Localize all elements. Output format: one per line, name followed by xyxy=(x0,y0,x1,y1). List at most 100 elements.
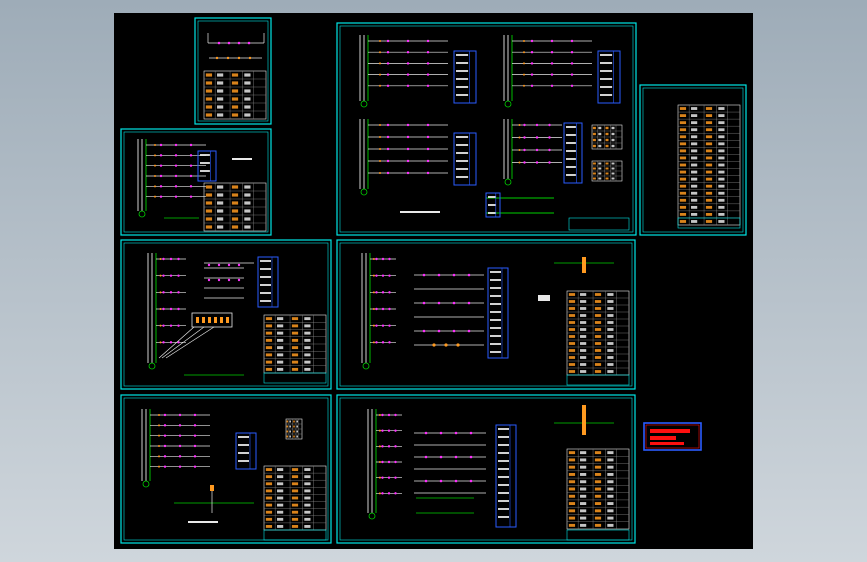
table-text xyxy=(718,135,725,139)
contact xyxy=(386,84,390,88)
table-text xyxy=(691,114,698,117)
contact xyxy=(530,51,534,54)
table-text xyxy=(265,496,273,500)
table-text xyxy=(568,494,576,498)
table-text xyxy=(244,185,251,189)
contact xyxy=(159,174,163,178)
contact xyxy=(406,62,410,65)
contact xyxy=(177,307,180,311)
contact xyxy=(193,434,197,437)
table-text xyxy=(607,356,614,359)
frame-rect xyxy=(453,132,477,186)
contact xyxy=(426,147,430,151)
contact xyxy=(535,148,539,152)
sheet-5 xyxy=(120,239,332,390)
contact xyxy=(381,291,385,294)
contact xyxy=(426,39,430,43)
table-text xyxy=(594,328,602,331)
table-text xyxy=(705,156,713,160)
stamp-mark xyxy=(650,436,676,440)
contact xyxy=(379,84,381,87)
legend-text xyxy=(600,86,613,88)
motor xyxy=(368,512,376,520)
table-text xyxy=(289,425,291,428)
contact xyxy=(467,329,471,333)
table-text xyxy=(594,349,602,352)
legend-text xyxy=(600,54,613,56)
table-text xyxy=(607,509,614,513)
legend-text xyxy=(456,86,469,88)
table-text xyxy=(291,324,299,328)
table-text xyxy=(607,300,614,303)
table-text xyxy=(217,105,224,109)
legend-text xyxy=(600,70,613,72)
table-text xyxy=(568,300,576,303)
contact xyxy=(426,73,430,76)
table-text xyxy=(277,525,284,528)
contact xyxy=(523,123,526,127)
table-text xyxy=(568,458,576,462)
table-text xyxy=(605,144,609,148)
table-text xyxy=(580,494,587,498)
table-text xyxy=(705,121,713,125)
table-text xyxy=(304,503,311,507)
contact xyxy=(159,341,162,344)
table-text xyxy=(205,113,213,117)
contact xyxy=(193,424,197,427)
table-text xyxy=(205,89,213,93)
terminal xyxy=(220,317,223,323)
table-text xyxy=(679,128,687,132)
table-text xyxy=(607,487,614,491)
legend-text xyxy=(456,168,469,170)
contact xyxy=(523,62,525,65)
table-text xyxy=(607,342,614,345)
contact xyxy=(523,161,526,164)
contact xyxy=(432,343,436,347)
table-text xyxy=(205,193,213,197)
contact xyxy=(424,431,428,435)
note-text xyxy=(232,158,252,160)
table-text xyxy=(607,473,614,476)
table-text xyxy=(265,346,273,350)
sheet-4 xyxy=(639,84,747,236)
table-text xyxy=(231,89,239,93)
table-text xyxy=(607,328,614,331)
table-text xyxy=(277,338,284,342)
contact xyxy=(570,84,574,88)
contact xyxy=(158,424,160,427)
contact xyxy=(158,465,160,468)
contact xyxy=(169,257,173,261)
contact xyxy=(159,291,162,294)
table-text xyxy=(291,510,299,514)
table-text xyxy=(705,220,713,223)
contact xyxy=(388,307,391,311)
sheet-4-content xyxy=(677,104,741,229)
terminal xyxy=(196,317,199,323)
legend-text xyxy=(488,196,496,198)
legend-text xyxy=(490,351,501,353)
table-text xyxy=(607,494,614,498)
table-text xyxy=(304,482,311,486)
table-text xyxy=(718,128,725,132)
table-text xyxy=(605,167,609,170)
table-text xyxy=(605,132,609,136)
frame-rect xyxy=(197,20,269,122)
contact xyxy=(159,185,163,188)
model-space[interactable] xyxy=(114,13,753,549)
terminal xyxy=(210,485,214,491)
table-text xyxy=(580,480,587,484)
contact xyxy=(178,455,182,458)
table-text xyxy=(580,370,587,373)
contact xyxy=(379,172,381,174)
frame-rect xyxy=(123,242,329,387)
contact xyxy=(178,434,182,437)
contact xyxy=(518,124,521,126)
table-text xyxy=(304,338,311,342)
contact xyxy=(247,41,251,45)
contact xyxy=(523,51,525,54)
table-text xyxy=(304,353,311,357)
contact xyxy=(387,476,391,479)
contact xyxy=(375,257,378,261)
contact xyxy=(426,123,430,127)
